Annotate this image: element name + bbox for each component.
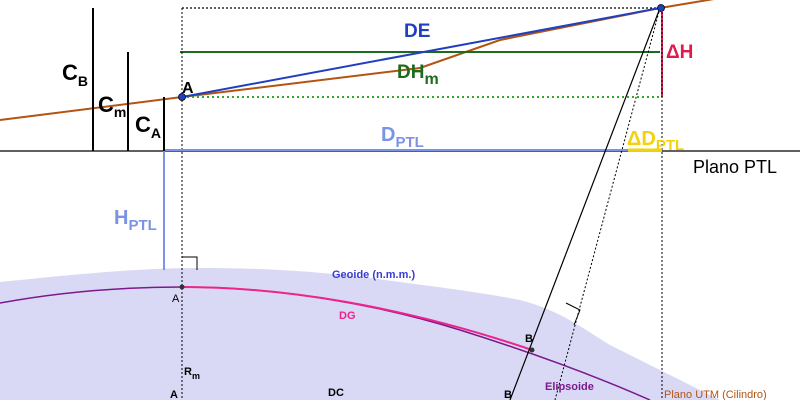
point-b-top-dot <box>657 4 665 12</box>
label-point-b-low: B <box>504 389 512 400</box>
point-a-top-dot <box>178 93 186 101</box>
label-plano-ptl: Plano PTL <box>693 157 777 177</box>
label-dg: DG <box>339 310 356 322</box>
label-dh-m: DHm <box>397 62 439 88</box>
right-angle-marker-a <box>182 256 198 270</box>
label-elipsoide: Elipsoide <box>545 381 594 393</box>
point-a-geoid-dot <box>179 284 185 290</box>
slanted-solid-line <box>509 7 661 400</box>
label-de: DE <box>404 21 430 42</box>
point-b-geoid-dot <box>529 347 535 353</box>
label-point-a-top: A <box>182 80 194 97</box>
dg-arc <box>181 286 533 351</box>
terrain-line <box>0 0 715 121</box>
label-h-ptl: HPTL <box>114 207 157 234</box>
label-point-a-geoid: A <box>172 293 180 305</box>
label-geoide: Geoide (n.m.m.) <box>332 269 415 281</box>
label-point-b-geoid: B <box>525 333 533 345</box>
label-c-b: CB <box>62 60 88 89</box>
label-c-m: Cm <box>98 92 126 120</box>
geoid-region <box>0 268 720 400</box>
label-delta-d-ptl: ΔDPTL <box>627 128 684 154</box>
label-d-ptl: DPTL <box>381 124 424 151</box>
right-angle-marker-b <box>565 302 581 326</box>
label-dc: DC <box>328 387 344 399</box>
de-line <box>181 7 661 98</box>
label-r-m: Rm <box>184 366 200 381</box>
label-c-a: CA <box>135 112 161 141</box>
slanted-dotted-line <box>554 7 661 400</box>
label-delta-h: ΔH <box>666 42 693 63</box>
label-point-a-low: A <box>170 389 178 400</box>
label-plano-utm: Plano UTM (Cilindro) <box>664 389 767 400</box>
